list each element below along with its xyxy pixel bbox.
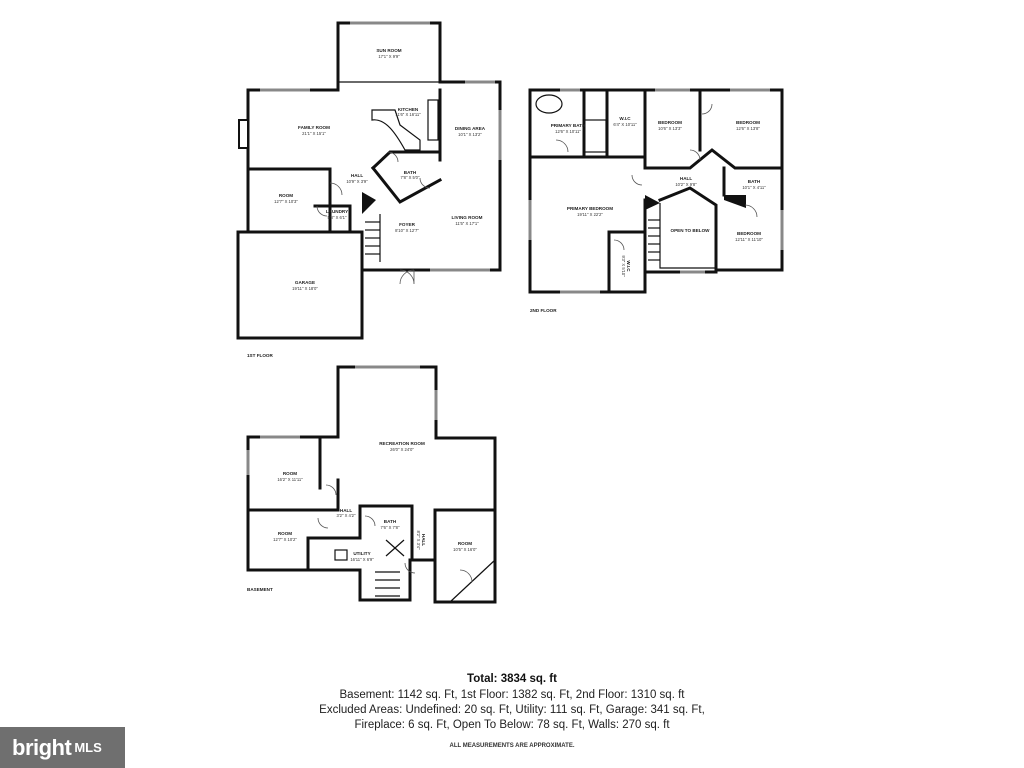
- room-label-bath-1: BATH: [404, 170, 417, 175]
- room-label-garage: GARAGE: [295, 280, 315, 285]
- room-dim-primary-bath: 12'6" X 10'11": [555, 129, 581, 134]
- room-dim-wic-1: 6'4" X 10'11": [613, 122, 637, 127]
- room-dim-bath-1: 7'8" X 5'0": [400, 175, 420, 180]
- room-dim-bedroom-1: 10'6" X 13'3": [658, 126, 682, 131]
- room-dim-bedroom-2: 12'6" X 13'8": [736, 126, 760, 131]
- measurement-disclaimer: ALL MEASUREMENTS ARE APPROXIMATE.: [449, 743, 575, 749]
- room-dim-utility: 16'11" X 6'9": [350, 557, 374, 562]
- room-label-wic-2: W.I.C: [626, 260, 631, 272]
- room-label-bedroom-3: BEDROOM: [737, 231, 761, 236]
- room-dim-family-room: 21'1" X 15'1": [302, 131, 326, 136]
- room-label-hall-3: HALL: [340, 508, 352, 513]
- room-dim-room-1: 12'7" X 10'3": [274, 199, 298, 204]
- room-label-bath-2: BATH: [748, 179, 761, 184]
- room-dim-garage: 19'11" X 18'0": [292, 286, 318, 291]
- room-dim-hall-4: 8'2" X 3'4": [416, 530, 421, 550]
- room-dim-foyer: 8'10" X 12'7": [395, 228, 419, 233]
- room-dim-room-3: 12'7" X 10'2": [273, 537, 297, 542]
- room-label-hall-2: HALL: [680, 176, 692, 181]
- room-label-recreation-room: RECREATION ROOM: [379, 441, 425, 446]
- room-label-bath-3: BATH: [384, 519, 397, 524]
- room-label-room-3: ROOM: [278, 531, 292, 536]
- floor-label-second: 2ND FLOOR: [530, 308, 557, 313]
- room-dim-dining-area: 10'1" X 13'2": [458, 132, 482, 137]
- room-dim-bedroom-3: 12'11" X 11'10": [735, 237, 763, 242]
- room-label-hall-1: HALL: [351, 173, 363, 178]
- room-dim-bath-3: 7'6" X 7'8": [380, 525, 400, 530]
- room-label-kitchen: KITCHEN: [398, 107, 419, 112]
- room-dim-sun-room: 17'1" X 9'9": [378, 54, 400, 59]
- room-dim-living-room: 11'5" X 17'1": [455, 221, 479, 226]
- first-floor-plan: SUN ROOM 17'1" X 9'9" KITCHEN 11'6" X 16…: [236, 21, 502, 358]
- floor-label-first: 1ST FLOOR: [247, 353, 273, 358]
- room-label-room-2: ROOM: [283, 471, 297, 476]
- room-label-laundry: LAUNDRY: [326, 209, 348, 214]
- area-breakdown-floors: Basement: 1142 sq. Ft, 1st Floor: 1382 s…: [339, 689, 685, 701]
- room-label-dining-area: DINING AREA: [455, 126, 486, 131]
- room-label-living-room: LIVING ROOM: [452, 215, 483, 220]
- logo-suffix: MLS: [74, 740, 102, 755]
- room-dim-room-4: 10'5" X 16'0": [453, 547, 477, 552]
- room-label-room-4: ROOM: [458, 541, 472, 546]
- room-dim-laundry: 5'8" X 6'1": [327, 215, 347, 220]
- total-area: Total: 3834 sq. ft: [467, 673, 557, 685]
- floor-label-basement: BASEMENT: [247, 587, 273, 592]
- room-dim-hall-1: 10'9" X 3'9": [346, 179, 368, 184]
- logo-brand: bright: [12, 734, 72, 760]
- room-label-primary-bedroom: PRIMARY BEDROOM: [567, 206, 613, 211]
- room-dim-hall-3: 3'2" X 4'2": [336, 513, 356, 518]
- bright-mls-logo: bright MLS: [0, 727, 125, 768]
- room-dim-primary-bedroom: 19'11" X 22'2": [577, 212, 603, 217]
- room-label-hall-4: HALL: [421, 534, 426, 546]
- room-label-room-1: ROOM: [279, 193, 293, 198]
- room-dim-room-2: 16'2" X 11'11": [277, 477, 303, 482]
- room-dim-hall-2: 10'2" X 9'8": [675, 182, 697, 187]
- room-label-bedroom-2: BEDROOM: [736, 120, 760, 125]
- room-label-open-to-below: OPEN TO BELOW: [671, 228, 711, 233]
- area-breakdown-excluded: Excluded Areas: Undefined: 20 sq. Ft, Ut…: [319, 704, 705, 716]
- area-breakdown-other: Fireplace: 6 sq. Ft, Open To Below: 78 s…: [354, 719, 670, 731]
- room-label-primary-bath: PRIMARY BATH: [551, 123, 586, 128]
- room-label-utility: UTILITY: [353, 551, 370, 556]
- room-dim-bath-2: 10'1" X 4'11": [742, 185, 766, 190]
- room-label-bedroom-1: BEDROOM: [658, 120, 682, 125]
- room-dim-kitchen: 11'6" X 16'11": [395, 112, 421, 117]
- room-label-sun-room: SUN ROOM: [376, 48, 401, 53]
- room-dim-recreation-room: 26'0" X 24'0": [390, 447, 414, 452]
- room-label-foyer: FOYER: [399, 222, 416, 227]
- basement-plan: RECREATION ROOM 26'0" X 24'0" ROOM 16'2"…: [246, 365, 497, 604]
- room-label-wic-1: W.I.C: [619, 116, 631, 121]
- room-dim-wic-2: 9'3" X 5'10": [621, 255, 626, 277]
- second-floor-plan: PRIMARY BATH 12'6" X 10'11" W.I.C 6'4" X…: [528, 88, 784, 313]
- room-label-family-room: FAMILY ROOM: [298, 125, 330, 130]
